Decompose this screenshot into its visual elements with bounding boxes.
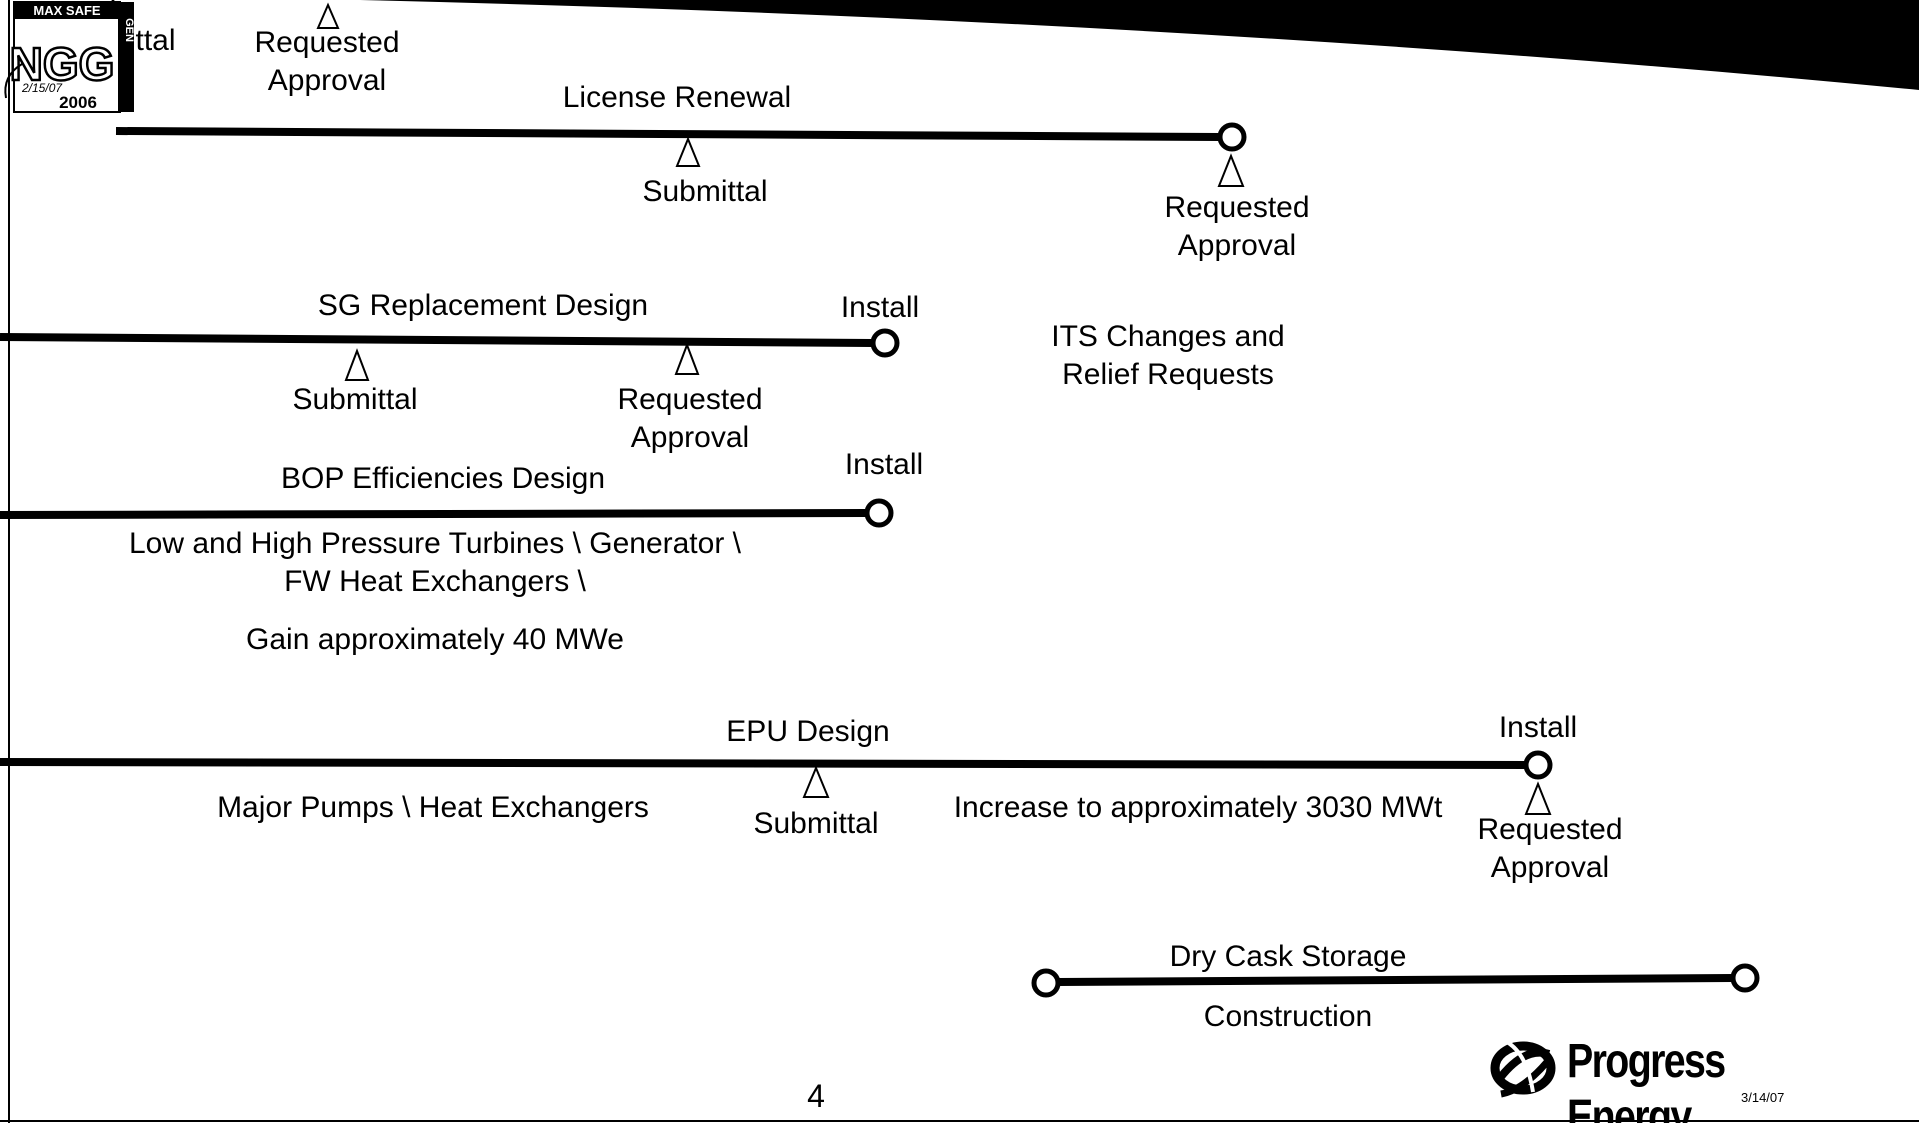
license-renewal-end-milestone <box>1217 122 1247 152</box>
progress-energy-emblem-icon <box>1490 1040 1556 1098</box>
sg-replacement-bar <box>0 333 873 347</box>
svg-text:NGG: NGG <box>10 38 115 90</box>
sg-replacement-title: SG Replacement Design <box>317 289 649 322</box>
license-renewal-title: License Renewal <box>562 81 792 114</box>
progress-energy-logo: Progress Energy 3/14/07 <box>1487 1028 1857 1123</box>
license-renewal-requested-label: Requested <box>1164 191 1310 224</box>
sg-approval-label: Approval <box>630 421 750 454</box>
its-changes-line2: Relief Requests <box>1062 358 1274 391</box>
sg-requested-label: Requested <box>617 383 763 416</box>
epu-scope-label: Major Pumps \ Heat Exchangers <box>217 791 649 824</box>
bop-desc-line2: FW Heat Exchangers \ <box>284 565 586 598</box>
bop-bar <box>0 509 867 519</box>
sg-approval-triangle <box>674 342 700 375</box>
approval-triangle-top <box>316 2 340 29</box>
dry-cask-subtitle: Construction <box>1203 1000 1373 1033</box>
license-renewal-approval-label: Approval <box>1177 229 1297 262</box>
epu-title: EPU Design <box>726 715 890 748</box>
epu-submittal-label: Submittal <box>753 807 879 840</box>
epu-requested-label: Requested <box>1477 813 1623 846</box>
sg-submittal-label: Submittal <box>292 383 418 416</box>
page-number: 4 <box>807 1078 825 1114</box>
epu-approval-triangle <box>1524 781 1552 815</box>
sg-replacement-install-milestone <box>870 328 900 358</box>
company-name: Progress Energy <box>1567 1035 1726 1123</box>
dry-cask-end-milestone <box>1730 963 1760 993</box>
bop-title: BOP Efficiencies Design <box>280 462 606 495</box>
slide-date: 3/14/07 <box>1741 1090 1785 1105</box>
epu-approval-label: Approval <box>1490 851 1610 884</box>
top-requested-label: Requested <box>254 26 400 59</box>
epu-install-milestone <box>1523 750 1553 780</box>
dry-cask-title: Dry Cask Storage <box>1169 940 1407 973</box>
epu-bar <box>0 758 1527 769</box>
epu-increase-label: Increase to approximately 3030 MWt <box>953 791 1443 824</box>
svg-text:2/15/07: 2/15/07 <box>21 81 63 95</box>
bop-install-label: Install <box>844 448 924 481</box>
sg-install-label: Install <box>840 291 920 324</box>
its-changes-line1: ITS Changes and <box>1051 320 1285 353</box>
epu-submittal-triangle <box>802 765 830 798</box>
svg-text:2006: 2006 <box>59 93 97 112</box>
scan-shadow <box>360 0 1919 90</box>
sg-submittal-triangle <box>344 348 370 381</box>
ngg-badge-logo: MAX SAFE GEN NGG 2/15/07 2006 <box>4 1 135 113</box>
svg-text:MAX SAFE: MAX SAFE <box>33 3 101 18</box>
top-approval-label: Approval <box>267 64 387 97</box>
license-renewal-submittal-label: Submittal <box>642 175 768 208</box>
bop-gain-label: Gain approximately 40 MWe <box>246 623 624 656</box>
dry-cask-start-milestone <box>1031 968 1061 998</box>
license-renewal-approval-triangle <box>1217 153 1245 187</box>
dry-cask-bar <box>1057 974 1734 986</box>
svg-text:GEN: GEN <box>123 18 135 42</box>
license-renewal-submittal-triangle <box>675 136 701 167</box>
bop-desc-line1: Low and High Pressure Turbines \ Generat… <box>129 527 741 560</box>
license-renewal-bar <box>115 127 1221 141</box>
epu-install-label: Install <box>1498 711 1578 744</box>
bop-install-milestone <box>864 498 894 528</box>
